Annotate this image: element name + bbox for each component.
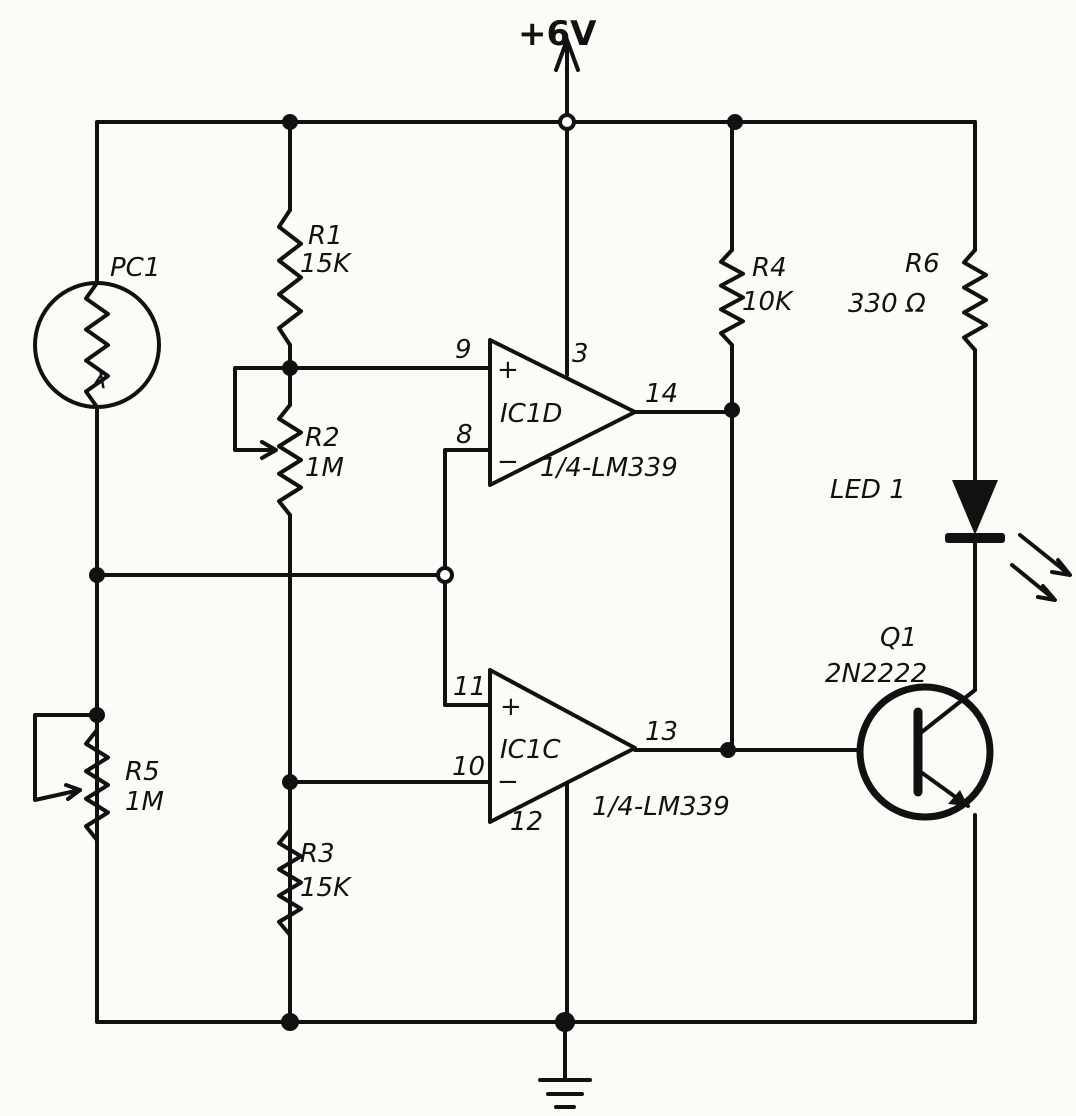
- pin-9: 9: [455, 335, 472, 365]
- minus-sign: −: [497, 767, 519, 797]
- pin-3: 3: [572, 339, 589, 369]
- opamp-ic1d: [488, 338, 637, 487]
- q1-part: 2N2222: [825, 659, 927, 689]
- r4-ref: R4: [752, 253, 787, 283]
- r6-ref: R6: [905, 249, 940, 279]
- r1-ref: R1: [308, 221, 343, 251]
- r6-value: 330 Ω: [848, 289, 926, 319]
- pin-8: 8: [456, 420, 473, 450]
- photocell-body: [33, 281, 161, 409]
- r4-resistor: [719, 248, 745, 347]
- plus-sign: +: [497, 355, 519, 385]
- r4-value: 10K: [742, 287, 794, 317]
- pc1-element-resistor: [84, 281, 110, 409]
- wires: [33, 38, 977, 1109]
- ic1c-part: 1/4-LM339: [592, 792, 730, 822]
- q1-ref: Q1: [880, 623, 917, 653]
- r1-value: 15K: [300, 249, 352, 279]
- r5-resistor: [84, 728, 110, 842]
- q1-transistor: [856, 683, 994, 821]
- junction-dots: [89, 113, 743, 1032]
- pc1-label: PC1: [110, 253, 160, 283]
- r2-resistor: [277, 403, 303, 517]
- r2-ref: R2: [305, 423, 340, 453]
- led1-ref: LED 1: [830, 475, 906, 505]
- r3-value: 15K: [300, 873, 352, 903]
- ic1c-ref: IC1C: [500, 735, 561, 765]
- led1-symbol: [945, 480, 1072, 602]
- pin-11: 11: [453, 672, 486, 702]
- plus-sign: +: [500, 692, 522, 722]
- ic1d-part: 1/4-LM339: [540, 453, 678, 483]
- opamp-ic1c: [488, 668, 637, 824]
- lambda-icon: λ: [90, 365, 107, 395]
- r3-resistor: [277, 828, 303, 937]
- r1-resistor: [277, 208, 303, 347]
- ic1d-ref: IC1D: [500, 399, 562, 429]
- resistors: [84, 208, 988, 937]
- pin-12: 12: [510, 807, 543, 837]
- r5-value: 1M: [125, 787, 164, 817]
- pin-10: 10: [452, 752, 485, 782]
- pin-14: 14: [645, 379, 678, 409]
- supply-label: +6V: [518, 14, 597, 54]
- r2-value: 1M: [305, 453, 344, 483]
- minus-sign: −: [497, 447, 519, 477]
- r5-ref: R5: [125, 757, 160, 787]
- r6-resistor: [962, 248, 988, 352]
- r3-ref: R3: [300, 839, 335, 869]
- pin-13: 13: [645, 717, 678, 747]
